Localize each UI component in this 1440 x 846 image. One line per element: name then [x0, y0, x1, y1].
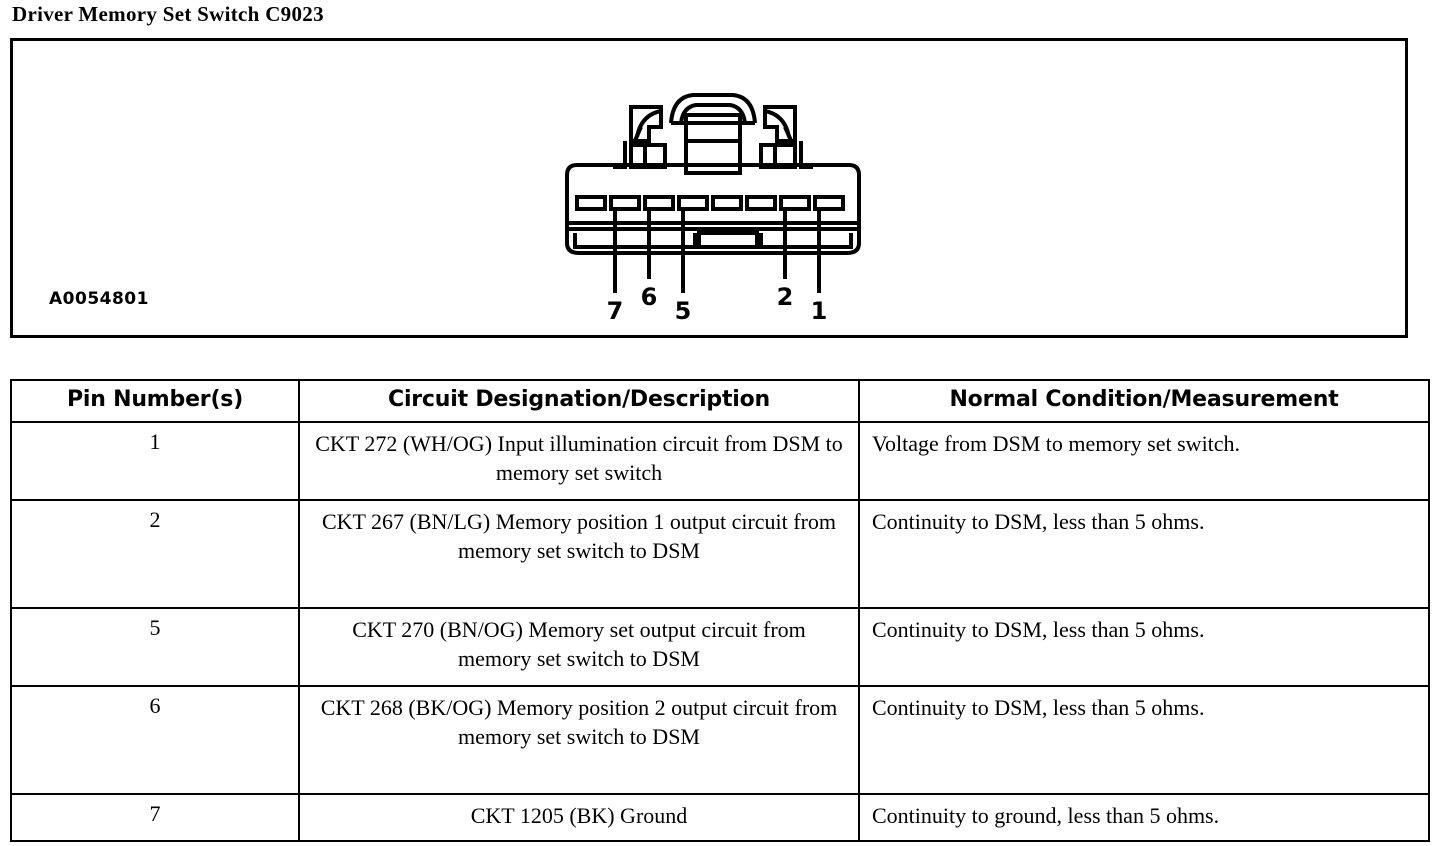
page-title: Driver Memory Set Switch C9023	[12, 2, 324, 26]
left-wing-bracket	[629, 105, 663, 143]
pin-callout-6: 6	[641, 283, 658, 311]
diagram-id-label: A0054801	[49, 289, 149, 309]
right-wing-tick	[783, 126, 795, 146]
pin-leader-lines	[613, 209, 821, 293]
table-header-row: Pin Number(s) Circuit Designation/Descri…	[10, 379, 1430, 423]
pin-callout-1: 1	[811, 297, 828, 325]
cavity-8	[813, 195, 845, 211]
cell-circuit: CKT 1205 (BK) Ground	[298, 792, 860, 843]
header-normal-condition: Normal Condition/Measurement	[858, 379, 1430, 423]
cavity-4	[677, 195, 709, 211]
cell-normal: Continuity to DSM, less than 5 ohms.	[858, 499, 1430, 609]
cell-pin-number: 5	[10, 607, 300, 687]
cell-circuit: CKT 270 (BN/OG) Memory set output circui…	[298, 607, 860, 687]
latch-center-block	[684, 113, 742, 175]
table-row: 5 CKT 270 (BN/OG) Memory set output circ…	[10, 607, 1430, 687]
cell-circuit: CKT 272 (WH/OG) Input illumination circu…	[298, 421, 860, 501]
connector-illustration: 7 6 5 2 1	[553, 71, 873, 331]
connector-lower-skirt	[565, 223, 861, 255]
skirt-cell-center	[697, 231, 759, 249]
table-row: 6 CKT 268 (BK/OG) Memory position 2 outp…	[10, 685, 1430, 795]
cell-normal: Voltage from DSM to memory set switch.	[858, 421, 1430, 501]
cavity-1	[575, 195, 607, 211]
cell-pin-number: 2	[10, 499, 300, 609]
skirt-cell-right	[759, 233, 853, 249]
cell-normal: Continuity to ground, less than 5 ohms.	[858, 792, 1430, 843]
left-wing-tick	[631, 126, 643, 146]
cavity-7	[779, 195, 811, 211]
pin-description-table: Pin Number(s) Circuit Designation/Descri…	[10, 379, 1430, 843]
cell-normal: Continuity to DSM, less than 5 ohms.	[858, 685, 1430, 795]
table-row: 7 CKT 1205 (BK) Ground Continuity to gro…	[10, 792, 1430, 843]
pin-callout-labels: 7 6 5 2 1	[607, 283, 828, 325]
cell-pin-number: 7	[10, 792, 300, 843]
cell-circuit: CKT 268 (BK/OG) Memory position 2 output…	[298, 685, 860, 795]
pin-callout-2: 2	[777, 283, 794, 311]
cavity-3	[643, 195, 675, 211]
connector-body-shell	[565, 163, 861, 225]
terminal-cavities	[575, 195, 845, 211]
cell-pin-number: 1	[10, 421, 300, 501]
header-circuit-designation: Circuit Designation/Description	[298, 379, 860, 423]
connector-svg: 7 6 5 2 1	[565, 93, 861, 325]
cell-circuit: CKT 267 (BN/LG) Memory position 1 output…	[298, 499, 860, 609]
cavity-6	[745, 195, 777, 211]
table-row: 2 CKT 267 (BN/LG) Memory position 1 outp…	[10, 499, 1430, 609]
skirt-inner-cells	[573, 231, 853, 249]
cell-normal: Continuity to DSM, less than 5 ohms.	[858, 607, 1430, 687]
latch-arch-outer	[669, 93, 757, 124]
skirt-cell-left	[573, 233, 697, 249]
connector-diagram-panel: A0054801	[10, 38, 1408, 338]
cavity-2	[609, 195, 641, 211]
table-row: 1 CKT 272 (WH/OG) Input illumination cir…	[10, 421, 1430, 501]
right-wing-bracket	[763, 105, 797, 143]
pin-callout-5: 5	[675, 297, 692, 325]
cell-pin-number: 6	[10, 685, 300, 795]
cavity-5	[711, 195, 743, 211]
header-pin-number: Pin Number(s)	[10, 379, 300, 423]
pin-callout-7: 7	[607, 297, 624, 325]
latch-arch-inner	[679, 103, 747, 124]
